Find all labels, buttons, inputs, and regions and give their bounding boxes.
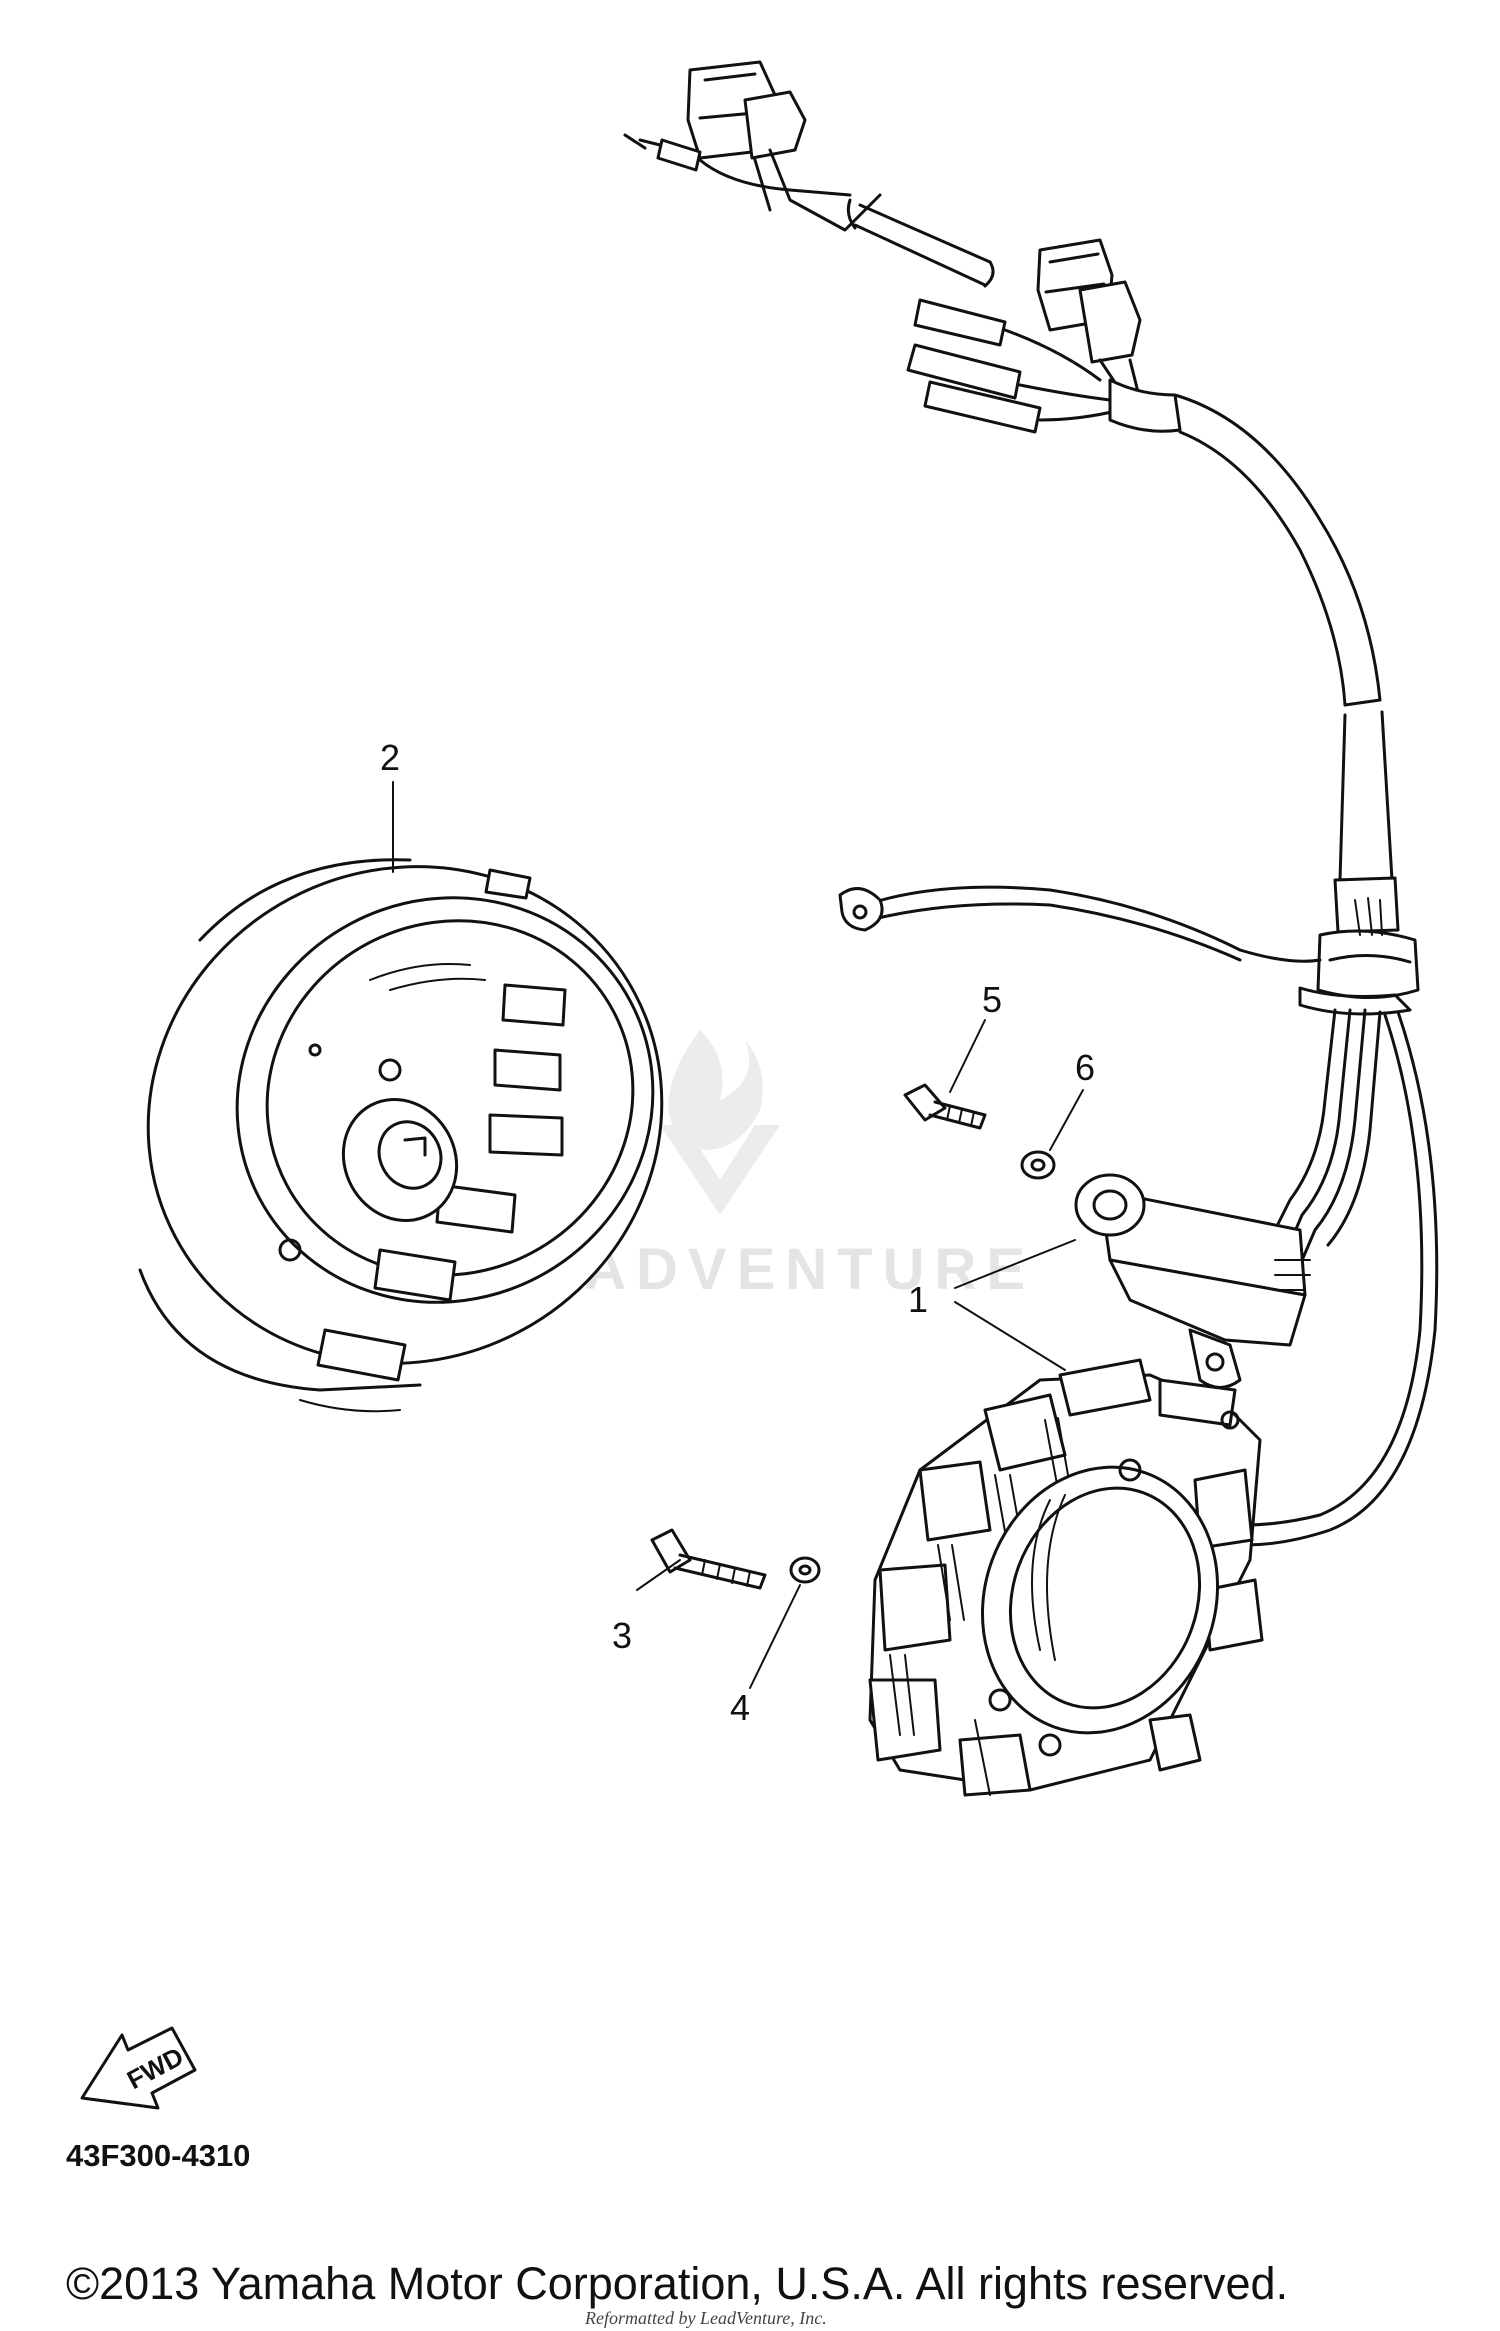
forward-direction-arrow: FWD: [80, 2026, 197, 2110]
callout-3: 3: [612, 1615, 632, 1656]
screw-part-5: [903, 1083, 987, 1130]
copyright-notice: ©2013 Yamaha Motor Corporation, U.S.A. A…: [66, 2258, 1289, 2309]
callout-4: 4: [730, 1687, 750, 1728]
watermark-logo: [660, 1030, 780, 1215]
leader-lines: [392, 781, 1084, 1689]
callout-6: 6: [1075, 1047, 1095, 1088]
reformat-credit: Reformatted by LeadVenture, Inc.: [585, 2308, 827, 2328]
flywheel-rotor: [138, 858, 664, 1413]
stator-assembly: [868, 1358, 1264, 1797]
callout-2: 2: [380, 737, 400, 778]
wire-harness: [623, 60, 1439, 1547]
washer-part-4: [789, 1556, 821, 1584]
pickup-coil: [1074, 1173, 1311, 1389]
washer-part-6: [1020, 1150, 1056, 1180]
callout-5: 5: [982, 979, 1002, 1020]
callout-1: 1: [908, 1279, 928, 1320]
diagram-code: 43F300-4310: [66, 2138, 251, 2173]
bolt-part-3: [650, 1528, 767, 1590]
